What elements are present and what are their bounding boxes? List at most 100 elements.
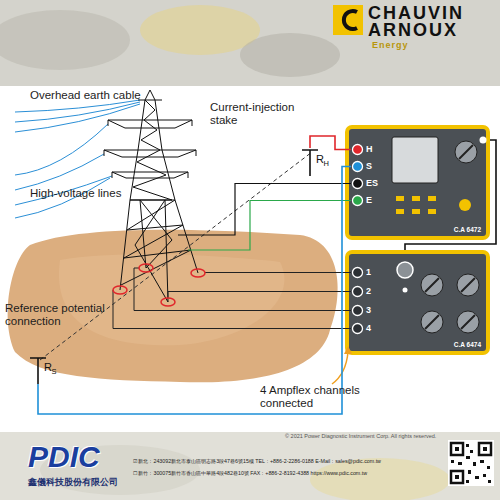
banner-photo — [0, 10, 130, 70]
terminal-dot — [353, 306, 363, 316]
company-logo: PDIC — [28, 441, 100, 473]
cable-jack — [480, 137, 487, 144]
resistance-symbol: R — [44, 361, 52, 373]
terminal-dot — [353, 268, 363, 278]
resistance-symbol: R — [316, 153, 324, 165]
terminal-symbol — [351, 266, 364, 279]
terminal-label: E — [366, 194, 372, 207]
part-label: Overhead earth cable — [30, 89, 141, 102]
qr-modules — [451, 444, 491, 483]
stake-t — [30, 358, 46, 384]
terminal-socket: S — [351, 160, 379, 173]
logo-square — [333, 5, 363, 35]
terminal-label: 2 — [366, 285, 371, 298]
terminal-dot — [353, 287, 363, 297]
terminal-label: H — [366, 143, 373, 156]
ampflex-sensor — [139, 264, 153, 272]
terminal-label: S — [366, 160, 372, 173]
instrument-screen — [392, 137, 438, 183]
rotary-knob — [421, 274, 443, 296]
terminal-symbol — [351, 143, 364, 156]
footer-photo — [310, 458, 450, 500]
high-voltage-lines — [15, 124, 112, 218]
brand-division: Energy — [372, 40, 409, 50]
transmission-tower — [104, 90, 198, 302]
resistance-symbol: S — [52, 367, 57, 376]
terminal-socket: E — [351, 194, 379, 207]
address-line: ☑ 新北：243092新北市泰山區明志路3段47巷6號15樓 TEL：+886-… — [133, 458, 381, 465]
terminal-dot — [353, 162, 363, 172]
terminal-dot — [353, 196, 363, 206]
company-name: 鑫儀科技股份有限公司 — [28, 477, 118, 487]
brand-name: CHAUVIN — [368, 4, 464, 22]
terminal-dot — [353, 179, 363, 189]
ground-shade — [59, 254, 285, 345]
footer-photo — [40, 445, 200, 495]
rotary-knob — [421, 311, 443, 333]
ampflex-sensor — [113, 286, 127, 294]
ground-stake: RH — [300, 148, 336, 176]
brand-name: ARNOUX — [368, 21, 458, 39]
terminal-symbol — [351, 322, 364, 335]
terminal-dot — [353, 145, 363, 155]
main-panel — [0, 86, 500, 432]
terminal-label: ES — [366, 177, 378, 190]
instrument-model: C.A 6474 — [454, 341, 481, 349]
terminal-label: 1 — [366, 266, 371, 279]
instrument-buttons — [396, 196, 436, 214]
terminal-socket: ES — [351, 177, 379, 190]
dashed-reference-line — [40, 152, 312, 360]
indicator-dot — [403, 288, 408, 293]
rotary-knob — [457, 274, 479, 296]
terminal-socket: 2 — [351, 285, 379, 298]
callout-arrowhead — [344, 346, 352, 354]
terminal-symbol — [351, 177, 364, 190]
terminal-symbol — [351, 285, 364, 298]
terminal-socket: 4 — [351, 322, 379, 335]
address-line: ☐ 新竹：300075新竹市香山區中華路4段482巷10號 FAX：+886-2… — [133, 470, 367, 477]
terminal-label: 3 — [366, 304, 371, 317]
cable-jack — [397, 262, 413, 278]
terminal-socket: 3 — [351, 304, 379, 317]
rotary-knob — [455, 141, 477, 163]
part-label: Reference potential connection — [5, 302, 125, 328]
ampflex-sensor — [191, 269, 205, 277]
start-button — [459, 199, 471, 211]
wire-connector — [310, 136, 351, 150]
ampflex-sensor — [161, 298, 175, 306]
terminal-symbol — [351, 160, 364, 173]
es-wire — [178, 184, 351, 236]
ampflex-leads — [113, 268, 351, 329]
logo-mark — [344, 11, 357, 29]
part-label: Current-injection stake — [210, 101, 315, 127]
qr-code — [448, 440, 494, 486]
copyright-note: © 2021 Power Diagnostic Instrument Corp.… — [285, 433, 436, 440]
rotary-knob — [457, 311, 479, 333]
earth-cable-lines — [15, 100, 140, 132]
knob-slot — [459, 145, 473, 159]
e-wire — [188, 201, 351, 251]
callout-arrow — [332, 352, 348, 384]
terminal-socket: H — [351, 143, 379, 156]
wire-connector — [38, 167, 351, 415]
terminal-symbol — [351, 194, 364, 207]
terminal-socket: 1 — [351, 266, 379, 279]
ground-stake: RS — [28, 356, 64, 384]
wire-connector — [405, 140, 496, 250]
terminal-symbol — [351, 304, 364, 317]
banner-photo — [240, 33, 340, 77]
callout-note: 4 Ampflex channels connected — [260, 384, 385, 410]
resistance-symbol: H — [324, 159, 329, 168]
instrument-box: C.A 6472 HS ES E — [345, 125, 490, 240]
knob-slots — [425, 278, 475, 329]
stake-t — [302, 150, 318, 176]
terminal-label: 4 — [366, 322, 371, 335]
terminal-dot — [353, 324, 363, 334]
instrument-box: C.A 6474 1 2 3 4 — [345, 250, 490, 355]
qr-finder — [451, 443, 491, 483]
instrument-model: C.A 6472 — [454, 226, 481, 234]
part-label: High-voltage lines — [30, 187, 121, 200]
banner-photo — [140, 5, 260, 55]
